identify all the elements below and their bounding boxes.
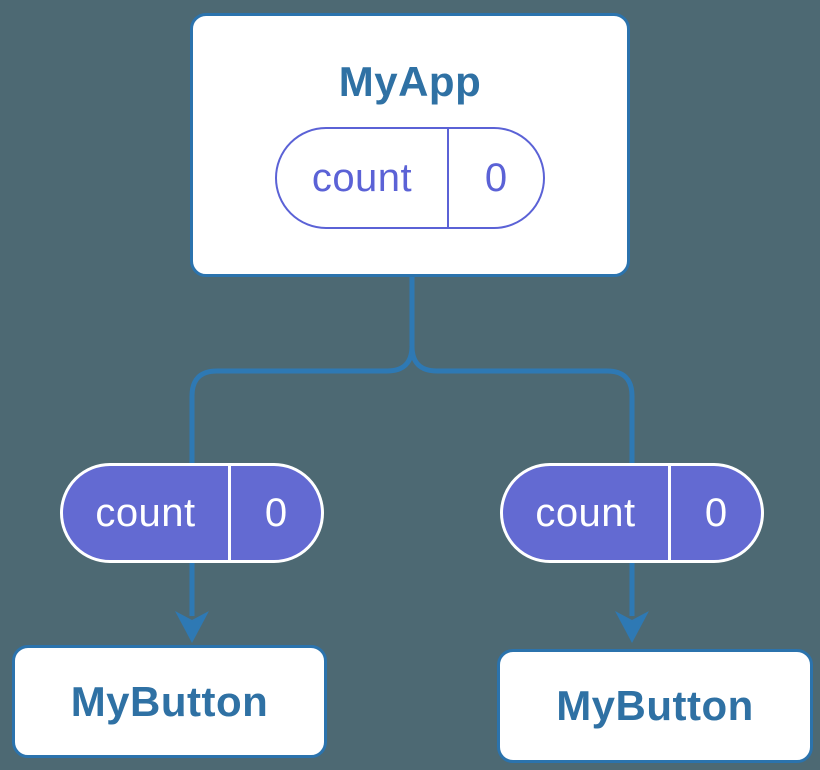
root-component-card: MyApp count 0: [190, 13, 630, 277]
connector-left: [189, 276, 415, 616]
prop-value-label: 0: [668, 466, 761, 560]
state-value-label: 0: [447, 129, 543, 227]
root-state-pill: count 0: [275, 127, 545, 229]
connector-right: [409, 276, 635, 616]
root-component-title: MyApp: [338, 58, 482, 105]
prop-pill-right: count 0: [500, 463, 764, 563]
prop-pill-left: count 0: [60, 463, 324, 563]
arrow-down-right-icon: [615, 611, 649, 643]
child-component-card-left: MyButton: [12, 645, 327, 758]
child-component-title: MyButton: [70, 677, 269, 725]
child-component-card-right: MyButton: [497, 649, 813, 763]
prop-name-label: count: [95, 491, 196, 535]
arrow-down-left-icon: [175, 611, 209, 643]
prop-name-label: count: [535, 491, 636, 535]
state-name-label: count: [311, 156, 413, 200]
child-component-title: MyButton: [556, 682, 754, 729]
prop-value-label: 0: [228, 466, 321, 560]
